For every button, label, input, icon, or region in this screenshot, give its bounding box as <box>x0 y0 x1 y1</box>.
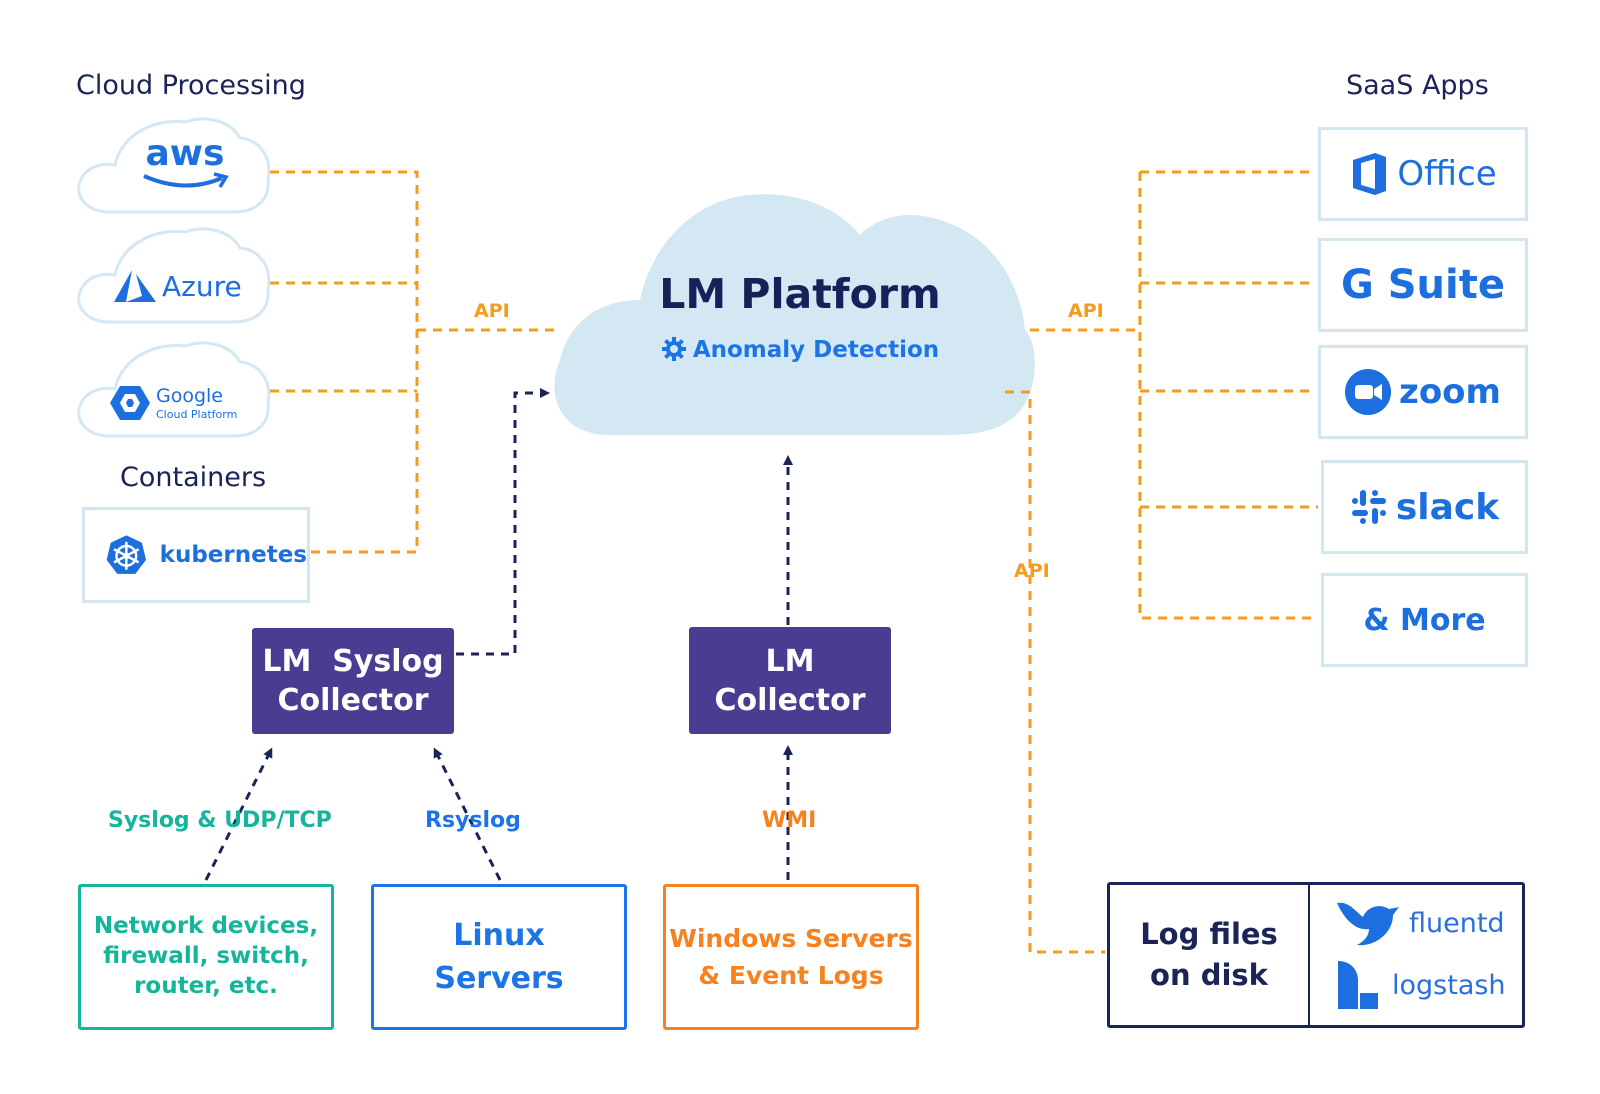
saas-zoom: zoom <box>1318 345 1528 439</box>
camera-icon <box>1345 369 1392 415</box>
collector-arrows <box>204 388 793 881</box>
saas-apps-heading: SaaS Apps <box>1346 70 1489 101</box>
anomaly-detection-text: Anomaly Detection <box>692 337 940 363</box>
log-files-line2: on disk <box>1150 958 1268 992</box>
saas-slack: slack <box>1321 460 1528 554</box>
aws-cloud <box>77 117 271 214</box>
right-api-connectors <box>1005 170 1318 954</box>
logstash-label: logstash <box>1392 969 1506 1001</box>
saas-office: Office <box>1318 127 1528 221</box>
api-label-left: API <box>474 300 510 322</box>
zoom-label: zoom <box>1399 372 1501 412</box>
linux-line1: Linux <box>453 917 545 953</box>
helm-wheel-icon <box>106 535 147 574</box>
syslog-collector-line2: Collector <box>277 683 429 718</box>
gsuite-label: G Suite <box>1340 262 1505 308</box>
office-icon <box>1353 153 1387 195</box>
logstash-logo: logstash <box>1338 961 1506 1009</box>
gcp-logo: Google Cloud Platform <box>110 384 237 422</box>
more-label: & More <box>1363 602 1486 638</box>
network-line2: firewall, switch, <box>103 943 309 970</box>
office-label: Office <box>1397 154 1497 194</box>
cloud-processing-heading: Cloud Processing <box>76 70 306 101</box>
syslog-collector-line1: LM Syslog <box>262 644 444 679</box>
logstash-icon <box>1338 961 1378 1009</box>
containers-heading: Containers <box>120 462 267 493</box>
aws-logo: aws <box>130 136 240 194</box>
saas-gsuite: G Suite <box>1318 238 1528 332</box>
aws-smile-icon <box>143 172 229 188</box>
log-files-box: Log files on disk fluentd logstash <box>1107 882 1525 1028</box>
windows-servers-box: Windows Servers & Event Logs <box>663 884 919 1030</box>
api-label-right: API <box>1068 300 1104 322</box>
azure-logo: Azure <box>112 268 242 304</box>
log-files-line1: Log files <box>1140 917 1278 952</box>
network-line1: Network devices, <box>93 913 319 940</box>
hash-icon <box>1351 490 1386 524</box>
network-line3: router, etc. <box>134 972 278 999</box>
slack-label: slack <box>1395 486 1500 528</box>
linux-line2: Servers <box>434 961 564 996</box>
azure-label: Azure <box>162 269 242 303</box>
api-label-log-files: API <box>1014 560 1050 582</box>
network-devices-box: Network devices, firewall, switch, route… <box>78 884 334 1030</box>
wmi-label: WMI <box>762 808 817 833</box>
aws-label: aws <box>145 133 225 174</box>
azure-triangle-icon <box>114 270 156 302</box>
lm-collector: LM Collector <box>689 627 891 734</box>
log-files-text: Log files on disk <box>1110 885 1308 1025</box>
platform-title: LM Platform <box>659 270 941 318</box>
left-api-connectors <box>270 170 558 554</box>
log-files-divider <box>1308 885 1310 1025</box>
fluentd-label: fluentd <box>1409 907 1505 939</box>
gcp-hexagon-icon <box>110 386 150 420</box>
fluentd-logo: fluentd <box>1335 897 1505 949</box>
lm-collector-line1: LM <box>765 643 815 679</box>
lm-collector-line2: Collector <box>714 682 866 718</box>
gcp-sublabel: Cloud Platform <box>156 407 238 421</box>
bird-icon <box>1337 902 1399 946</box>
saas-more: & More <box>1321 573 1528 667</box>
kubernetes-box: kubernetes <box>82 507 310 603</box>
syslog-udp-label: Syslog & UDP/TCP <box>108 808 332 833</box>
gear-icon <box>661 337 686 361</box>
lm-syslog-collector: LM Syslog Collector <box>252 628 454 734</box>
linux-servers-box: Linux Servers <box>371 884 627 1030</box>
windows-line2: & Event Logs <box>698 961 884 990</box>
gcp-label: Google <box>156 384 224 407</box>
lm-platform-cloud <box>554 194 1035 435</box>
anomaly-detection-label: Anomaly Detection <box>585 336 1015 363</box>
rsyslog-label: Rsyslog <box>425 808 521 833</box>
kubernetes-label: kubernetes <box>159 542 307 568</box>
windows-line1: Windows Servers <box>669 923 913 953</box>
